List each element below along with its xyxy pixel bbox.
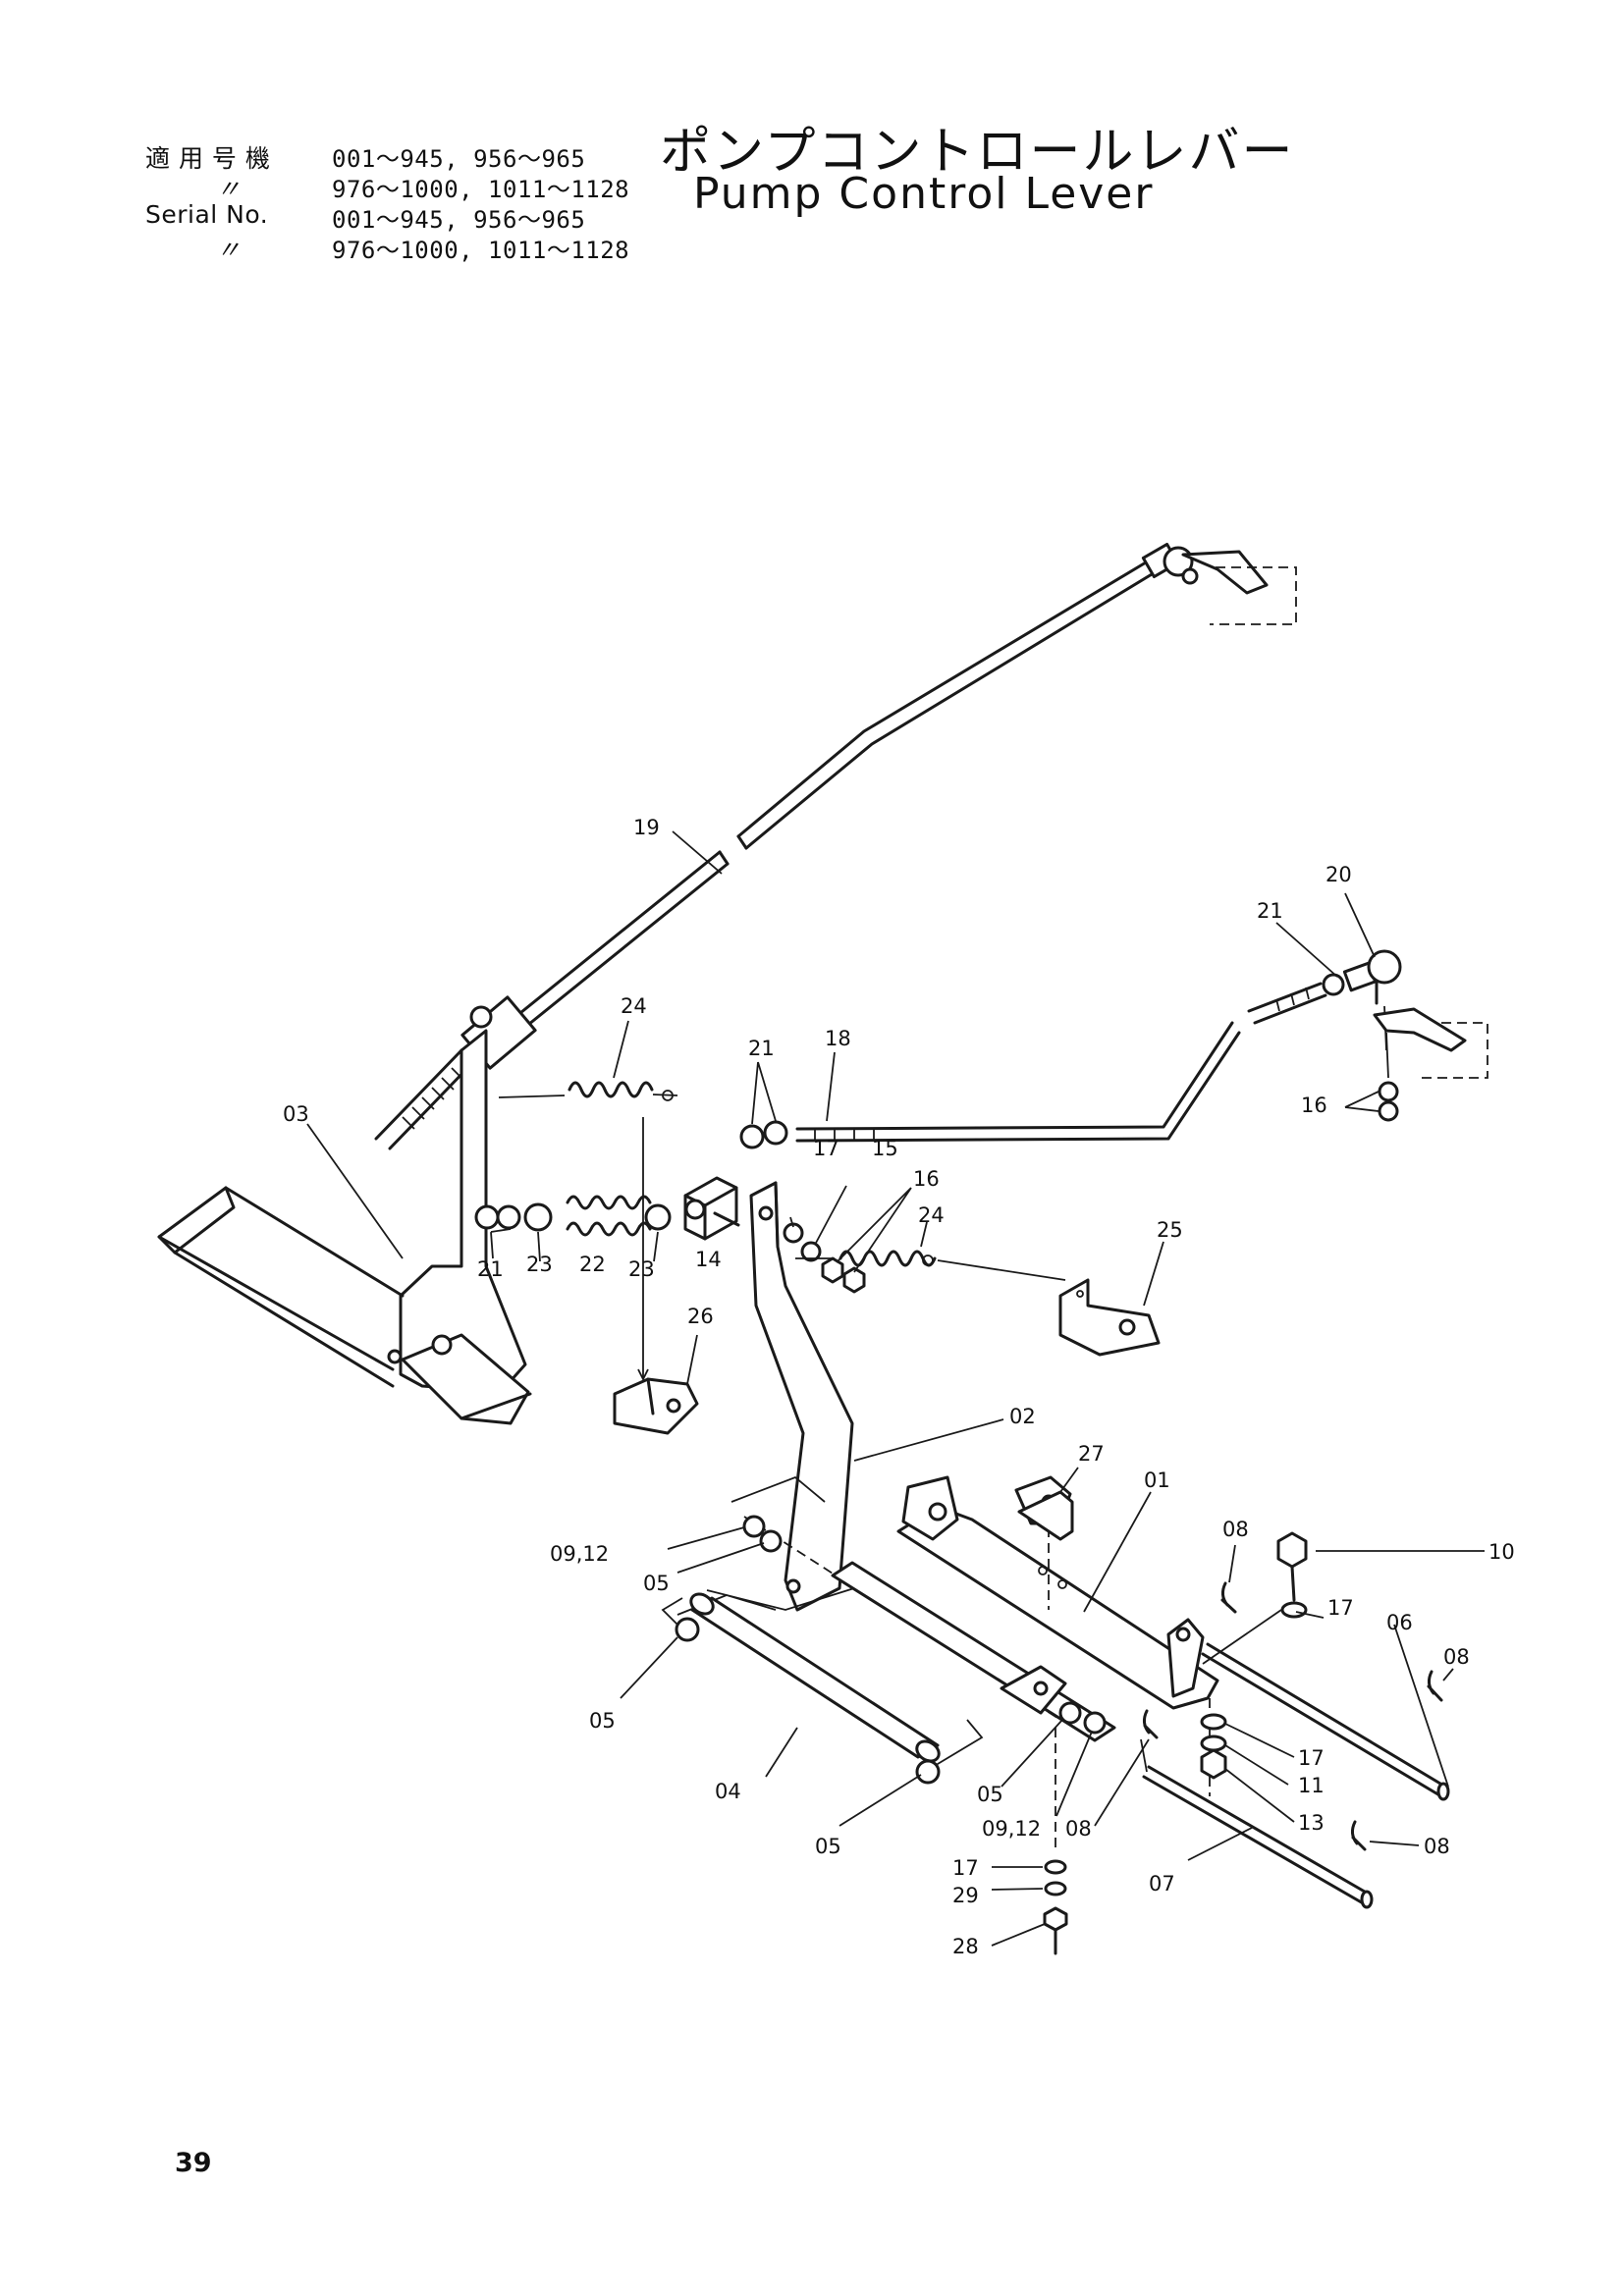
part-label-17: 17: [1327, 1596, 1354, 1620]
part-label-24: 24: [918, 1203, 945, 1227]
part-label-25: 25: [1157, 1218, 1183, 1242]
part-label-16: 16: [913, 1167, 940, 1191]
part-label-16: 16: [1301, 1094, 1327, 1117]
serial-row-value: 976～1000, 1011～1128: [332, 176, 630, 203]
part-label-20: 20: [1325, 863, 1352, 886]
part-label-17: 17: [952, 1856, 979, 1880]
washer-09-12: [1083, 1711, 1107, 1735]
part-label-26: 26: [687, 1305, 714, 1328]
rod-end-20: [1342, 949, 1467, 1122]
rod-06: [1201, 1609, 1450, 1801]
serial-row-value: 001～945, 956～965: [332, 145, 586, 173]
part-label-01: 01: [1144, 1468, 1170, 1492]
cotter-pin-08: [1350, 1820, 1367, 1851]
dashed-outline-right: [1422, 1022, 1488, 1079]
part-label-08: 08: [1065, 1817, 1092, 1841]
part-label-08: 08: [1222, 1518, 1249, 1541]
rod-end-threaded: [374, 995, 537, 1150]
part-label-03: 03: [283, 1102, 309, 1126]
part-label-13: 13: [1298, 1811, 1325, 1835]
part-label-02: 02: [1009, 1405, 1036, 1428]
ditto-mark: 〃: [216, 236, 242, 264]
leader-lines: [306, 830, 1485, 1947]
rod-07: [1140, 1738, 1374, 1909]
serial-row-value: 976～1000, 1011～1128: [332, 237, 630, 264]
bracket-03: [157, 1029, 532, 1425]
part-label-23: 23: [628, 1257, 655, 1281]
part-label-07: 07: [1149, 1872, 1175, 1896]
dashed-outline-top-right: [1210, 566, 1297, 625]
spring-24-lower: [795, 1250, 1066, 1281]
part-label-29: 29: [952, 1884, 979, 1907]
serial-row-label: Serial No.: [145, 200, 269, 229]
bushing-05: [915, 1759, 941, 1785]
part-label-15: 15: [872, 1137, 898, 1160]
part-label-17: 17: [813, 1137, 839, 1160]
washer-stack-21-23-22-23: [474, 1195, 672, 1237]
part-label-09-12: 09,12: [550, 1542, 609, 1566]
control-rod-18: [739, 973, 1345, 1149]
part-label-05: 05: [977, 1783, 1003, 1806]
page-number: 39: [175, 2148, 212, 2178]
part-label-06: 06: [1386, 1611, 1413, 1634]
page-title-english: Pump Control Lever: [693, 169, 1155, 219]
part-label-21: 21: [748, 1037, 775, 1060]
part-label-21: 21: [477, 1257, 504, 1281]
cotter-pin-08: [1220, 1581, 1237, 1614]
part-label-28: 28: [952, 1935, 979, 1958]
bracket-27: [1017, 1490, 1074, 1541]
part-label-23: 23: [526, 1253, 553, 1276]
part-label-22: 22: [579, 1253, 606, 1276]
part-label-08: 08: [1443, 1645, 1470, 1669]
bushing-05: [1058, 1701, 1082, 1725]
cotter-pin-08: [1427, 1670, 1443, 1702]
part-label-19: 19: [633, 816, 660, 839]
control-rod-19: [509, 542, 1269, 1035]
shaft-04: [661, 1592, 984, 1768]
part-label-09-12: 09,12: [982, 1817, 1041, 1841]
main-shaft-01: [831, 1475, 1219, 1742]
page-title-japanese: ポンプコントロールレバー: [660, 123, 1295, 182]
part-label-08: 08: [1424, 1835, 1450, 1858]
main-lever-02: [749, 1181, 854, 1612]
ditto-mark: 〃: [216, 175, 242, 203]
part-label-21: 21: [1257, 899, 1283, 923]
part-label-24: 24: [621, 994, 647, 1018]
washer-09-12: [742, 1515, 766, 1538]
serial-row-label: 適 用 号 機: [145, 144, 271, 173]
part-label-04: 04: [715, 1780, 741, 1803]
part-label-05: 05: [815, 1835, 841, 1858]
spring-24-upper: [498, 1081, 678, 1101]
part-label-10: 10: [1488, 1540, 1515, 1564]
link-block-14: [683, 1176, 740, 1241]
part-label-05: 05: [589, 1709, 616, 1733]
bolt-10: [1200, 1531, 1308, 1796]
cotter-pin-08: [1142, 1709, 1159, 1739]
bracket-25: [1058, 1278, 1161, 1357]
part-label-27: 27: [1078, 1442, 1105, 1466]
bushing-05: [759, 1529, 783, 1553]
part-number-labels: 19 20 21 24 21 18 03 17 15 16 16 21 23 2…: [283, 816, 1515, 1958]
bolt-28-stack: [1043, 1728, 1068, 1955]
part-label-18: 18: [825, 1027, 851, 1050]
bracket-26: [613, 1117, 699, 1435]
part-label-05: 05: [643, 1572, 670, 1595]
bushing-05: [675, 1617, 700, 1642]
part-label-17: 17: [1298, 1746, 1325, 1770]
part-label-11: 11: [1298, 1774, 1325, 1797]
serial-row-value: 001～945, 956～965: [332, 206, 586, 234]
part-label-14: 14: [695, 1248, 722, 1271]
